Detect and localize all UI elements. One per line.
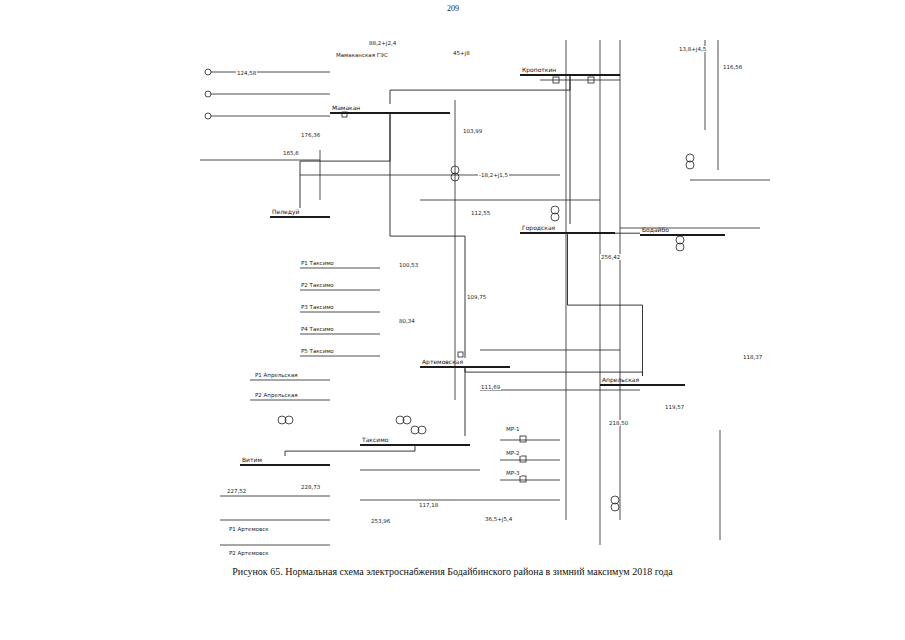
value-label: Р1 Апрельская — [254, 372, 299, 378]
bus-name: Городская — [522, 224, 613, 231]
value-label: 256,42 — [600, 254, 621, 260]
value-label: 118,37 — [742, 354, 763, 360]
value-label: МР-2 — [505, 450, 521, 456]
value-label: 45+j8 — [452, 50, 471, 56]
busbar-band: Таксимо — [360, 436, 470, 446]
busbar-band: Мамакан — [330, 104, 450, 114]
value-label: 227,52 — [226, 488, 247, 494]
bus-name: Пеледуй — [272, 208, 328, 215]
bus-name: Мамакан — [332, 104, 448, 111]
value-label: 100,53 — [398, 262, 419, 268]
bus-name: Апрельская — [602, 376, 683, 383]
power-line — [568, 234, 643, 376]
value-label: -18,2+j1,5 — [478, 172, 509, 178]
power-line — [300, 114, 390, 208]
value-label: 253,96 — [370, 518, 391, 524]
value-label: 80,34 — [398, 318, 416, 324]
page-number: 209 — [446, 4, 460, 13]
busbar-band: Артемовская — [420, 358, 510, 368]
value-label: 112,55 — [470, 210, 491, 216]
value-label: 13,8+j4,5 — [678, 46, 707, 52]
value-label: 36,5+j5,4 — [484, 516, 513, 522]
value-label: 88,2+j2,4 — [368, 40, 397, 46]
power-line — [390, 76, 570, 104]
value-label: Р2 Таксимо — [300, 282, 335, 288]
busbar-band: Пеледуй — [270, 208, 330, 218]
value-label: МР-1 — [505, 426, 521, 432]
figure-caption: Рисунок 65. Нормальная схема электроснаб… — [0, 566, 905, 577]
bus-name: Бодайбо — [642, 226, 723, 233]
power-line — [465, 368, 643, 376]
bus-name: Артемовская — [422, 358, 508, 365]
busbar-band: Кропоткин — [520, 66, 620, 76]
power-line — [285, 446, 415, 456]
value-label: 111,69 — [480, 384, 501, 390]
value-label: Р3 Таксимо — [300, 304, 335, 310]
value-label: 218,50 — [608, 420, 629, 426]
value-label: 117,18 — [418, 502, 439, 508]
value-label: Р5 Таксимо — [300, 348, 335, 354]
value-label: Р2 Артемовск — [228, 550, 270, 556]
value-label: Р4 Таксимо — [300, 326, 335, 332]
busbar-band: Городская — [520, 224, 615, 234]
value-label: Мамаканская ГЭС — [335, 52, 389, 58]
value-label: 176,36 — [300, 132, 321, 138]
value-label: 124,58 — [236, 70, 257, 76]
bus-name: Таксимо — [362, 436, 468, 443]
value-label: 109,75 — [466, 294, 487, 300]
value-label: 165,6 — [282, 150, 300, 156]
value-label: 116,56 — [722, 64, 743, 70]
value-label: Р2 Апрельская — [254, 392, 299, 398]
bus-name: Витим — [242, 456, 328, 463]
busbar-band: Бодайбо — [640, 226, 725, 236]
value-label: МР-3 — [505, 470, 521, 476]
value-label: Р1 Артемовск — [228, 526, 270, 532]
value-label: 119,57 — [664, 404, 685, 410]
power-line — [615, 233, 640, 234]
value-label: 103,99 — [462, 128, 483, 134]
power-line — [570, 76, 571, 224]
power-line — [390, 114, 465, 358]
value-label: Р1 Таксимо — [300, 260, 335, 266]
busbar-band: Витим — [240, 456, 330, 466]
value-label: 228,73 — [300, 484, 321, 490]
bus-name: Кропоткин — [522, 66, 618, 73]
busbar-band: Апрельская — [600, 376, 685, 386]
power-line — [465, 368, 466, 436]
